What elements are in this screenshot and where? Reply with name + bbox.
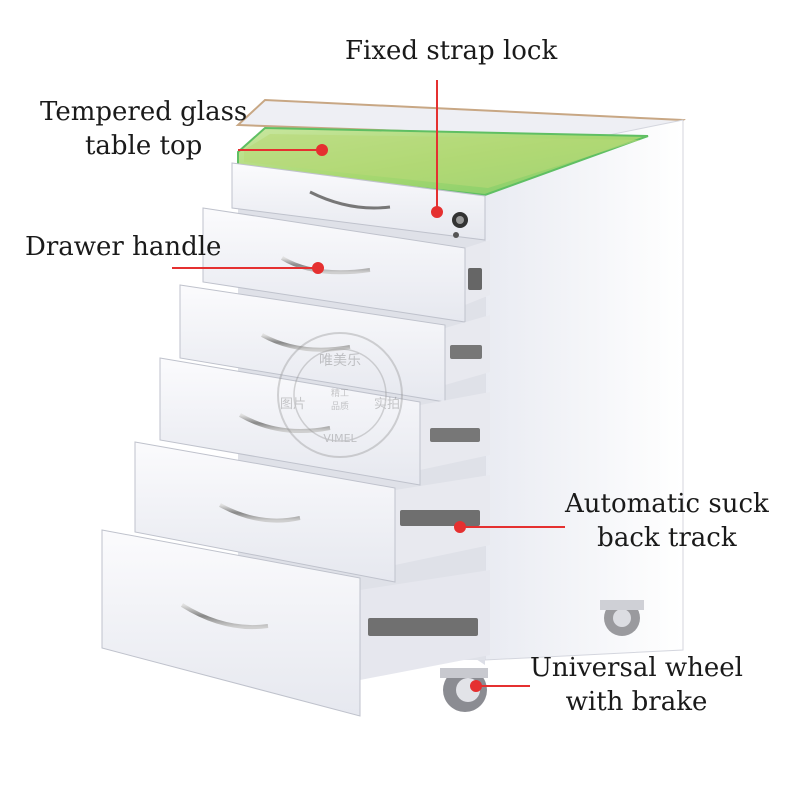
label-suck-back-track-line2: back track bbox=[597, 523, 737, 553]
label-tempered-glass-line2: table top bbox=[84, 131, 203, 161]
label-tempered-glass-line1: Tempered glass bbox=[40, 97, 248, 127]
svg-text:精工: 精工 bbox=[331, 387, 349, 399]
glass-pointer-dot bbox=[316, 144, 328, 156]
drawer-2 bbox=[202, 207, 490, 323]
drawer-4 bbox=[159, 357, 490, 486]
label-universal-wheel: Universal wheel with brake bbox=[530, 651, 743, 719]
lock-pointer-dot bbox=[431, 206, 443, 218]
label-universal-wheel-line1: Universal wheel bbox=[530, 653, 743, 683]
drawer-6 bbox=[101, 529, 490, 717]
watermark-seal: 唯美乐 图片 实拍 精工 品质 VIMEL bbox=[277, 332, 403, 458]
drawer-3-handle bbox=[261, 333, 351, 352]
annotation-pointers bbox=[172, 80, 565, 692]
svg-text:图片: 图片 bbox=[280, 397, 306, 412]
drawer-1 bbox=[231, 162, 486, 241]
svg-text:实拍: 实拍 bbox=[374, 397, 400, 412]
svg-text:唯美乐: 唯美乐 bbox=[319, 353, 361, 369]
label-tempered-glass: Tempered glass table top bbox=[40, 95, 247, 163]
label-drawer-handle: Drawer handle bbox=[25, 232, 222, 262]
svg-text:品质: 品质 bbox=[331, 400, 349, 412]
label-suck-back-track-line1: Automatic suck bbox=[565, 489, 769, 519]
label-universal-wheel-line2: with brake bbox=[565, 687, 708, 717]
track-pointer-dot bbox=[454, 521, 466, 533]
wheel-pointer-dot bbox=[470, 680, 482, 692]
drawer-4-handle bbox=[239, 413, 331, 434]
svg-text:VIMEL: VIMEL bbox=[323, 432, 357, 445]
drawer-1-handle bbox=[309, 190, 391, 210]
casters bbox=[440, 600, 644, 712]
label-fixed-strap-lock: Fixed strap lock bbox=[345, 36, 558, 66]
drawer-6-handle bbox=[180, 603, 269, 630]
drawer-5-handle bbox=[219, 503, 301, 523]
handle-pointer-dot bbox=[312, 262, 324, 274]
label-suck-back-track: Automatic suck back track bbox=[565, 487, 769, 555]
